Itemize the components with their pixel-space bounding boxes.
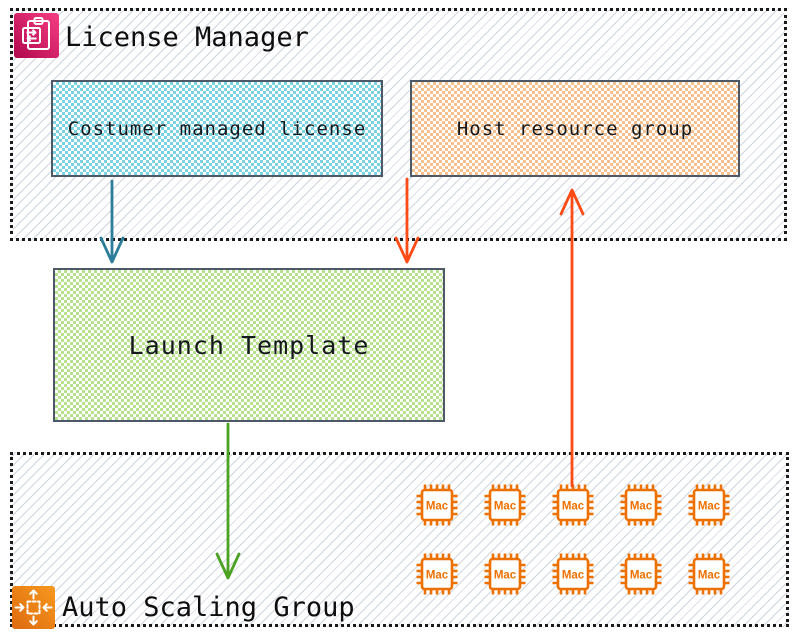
host-resource-group-box: Host resource group [410, 80, 740, 177]
mac-chip-icon [619, 483, 663, 527]
mac-instance-grid [415, 483, 731, 596]
mac-chip-icon [619, 552, 663, 596]
mac-chip-icon [551, 483, 595, 527]
customer-managed-license-label: Costumer managed license [67, 117, 367, 140]
mac-chip-icon [483, 552, 527, 596]
mac-chip-icon [551, 552, 595, 596]
host-resource-group-label: Host resource group [456, 117, 694, 140]
auto-scaling-group-title: Auto Scaling Group [62, 592, 355, 623]
mac-chip-icon [415, 552, 459, 596]
mac-chip-icon [483, 483, 527, 527]
license-manager-icon [14, 13, 59, 58]
mac-chip-icon [687, 483, 731, 527]
launch-template-box: Launch Template [53, 268, 445, 422]
launch-template-label: Launch Template [128, 330, 370, 360]
auto-scaling-group [10, 452, 789, 627]
mac-chip-icon [415, 483, 459, 527]
mac-chip-icon [687, 552, 731, 596]
customer-managed-license-box: Costumer managed license [51, 80, 383, 177]
auto-scaling-group-icon [12, 586, 55, 629]
license-manager-title: License Manager [65, 22, 309, 53]
